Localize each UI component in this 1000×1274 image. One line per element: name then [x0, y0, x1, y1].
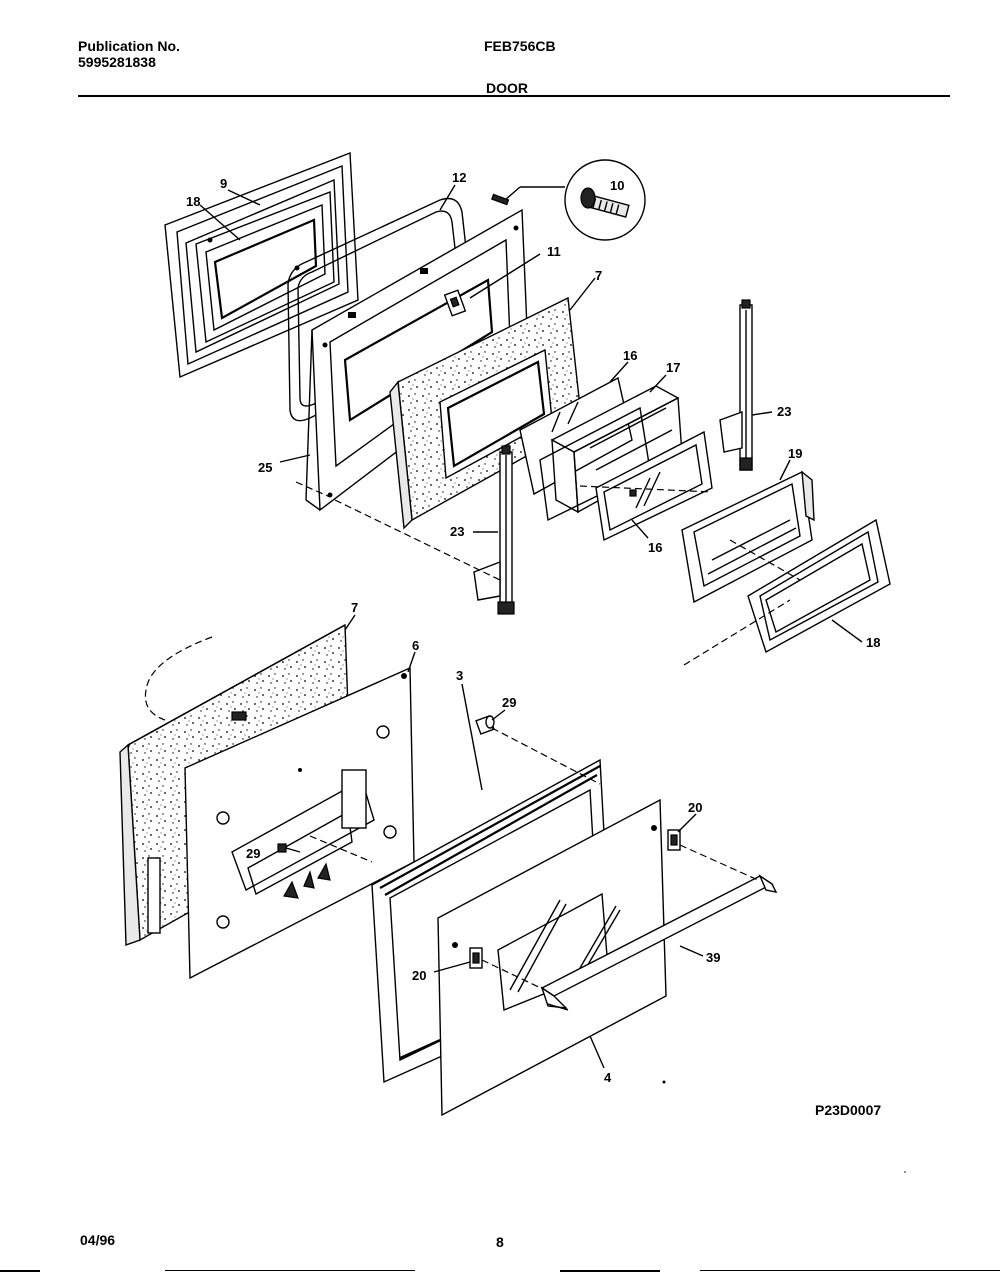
part-10-screw	[491, 159, 646, 241]
footer-rule-mid	[165, 1270, 415, 1271]
callout-7-top: 7	[595, 268, 602, 283]
model-number: FEB756CB	[484, 38, 556, 54]
part-18-window-gasket-top	[195, 190, 335, 344]
part-19-vent-channel	[681, 470, 815, 604]
callout-25: 25	[258, 460, 272, 475]
assembly-guides-upper	[295, 481, 801, 666]
callout-10: 10	[610, 178, 624, 193]
part-29-bumper-left	[277, 843, 301, 853]
callout-leaders	[199, 184, 863, 1069]
callout-23-left: 23	[450, 524, 464, 539]
callout-3: 3	[456, 668, 463, 683]
callout-18-top: 18	[186, 194, 200, 209]
part-20-bracket-left	[469, 947, 483, 969]
part-29-bumper-top	[475, 715, 495, 735]
callout-11: 11	[547, 244, 561, 259]
page-number: 8	[496, 1234, 504, 1250]
callout-16-lower: 16	[648, 540, 662, 555]
callout-12: 12	[452, 170, 466, 185]
part-23-hinge-right	[719, 299, 753, 471]
diagram-code: P23D0007	[815, 1102, 882, 1118]
callout-16-upper: 16	[623, 348, 637, 363]
footer-rule-right	[560, 1270, 660, 1272]
part-20-bracket-right	[667, 829, 681, 851]
callout-20-right: 20	[688, 800, 702, 815]
publication-label: Publication No.	[78, 38, 180, 54]
assembly-guide-curve	[144, 636, 213, 721]
part-11-latch	[443, 289, 467, 317]
print-dot	[662, 1080, 666, 1084]
assembly-guides-lower	[309, 727, 759, 991]
part-23-hinge-left	[473, 445, 515, 615]
callout-19: 19	[788, 446, 802, 461]
callout-4: 4	[604, 1070, 612, 1085]
part-16-glass-lower	[595, 430, 713, 542]
footer-rule-far	[700, 1270, 1000, 1271]
header-rule	[78, 95, 950, 97]
section-title: DOOR	[486, 80, 528, 96]
callout-7-bottom: 7	[351, 600, 358, 615]
footer-date: 04/96	[80, 1232, 116, 1248]
callout-29-left: 29	[246, 846, 260, 861]
callout-23-right: 23	[777, 404, 791, 419]
part-39-handle	[540, 874, 778, 1011]
callout-39: 39	[706, 950, 720, 965]
part-6-inner-panel	[184, 666, 415, 980]
part-7-insulation-top	[389, 296, 583, 530]
callout-9: 9	[220, 176, 227, 191]
callout-20-left: 20	[412, 968, 426, 983]
publication-number: 5995281838	[78, 54, 156, 70]
part-18-gasket-lower	[747, 518, 891, 654]
footer-rule-left	[0, 1270, 40, 1272]
callout-17: 17	[666, 360, 680, 375]
callout-6: 6	[412, 638, 419, 653]
callout-29-top: 29	[502, 695, 516, 710]
print-dot	[904, 1171, 906, 1173]
callout-18-lower: 18	[866, 635, 880, 650]
